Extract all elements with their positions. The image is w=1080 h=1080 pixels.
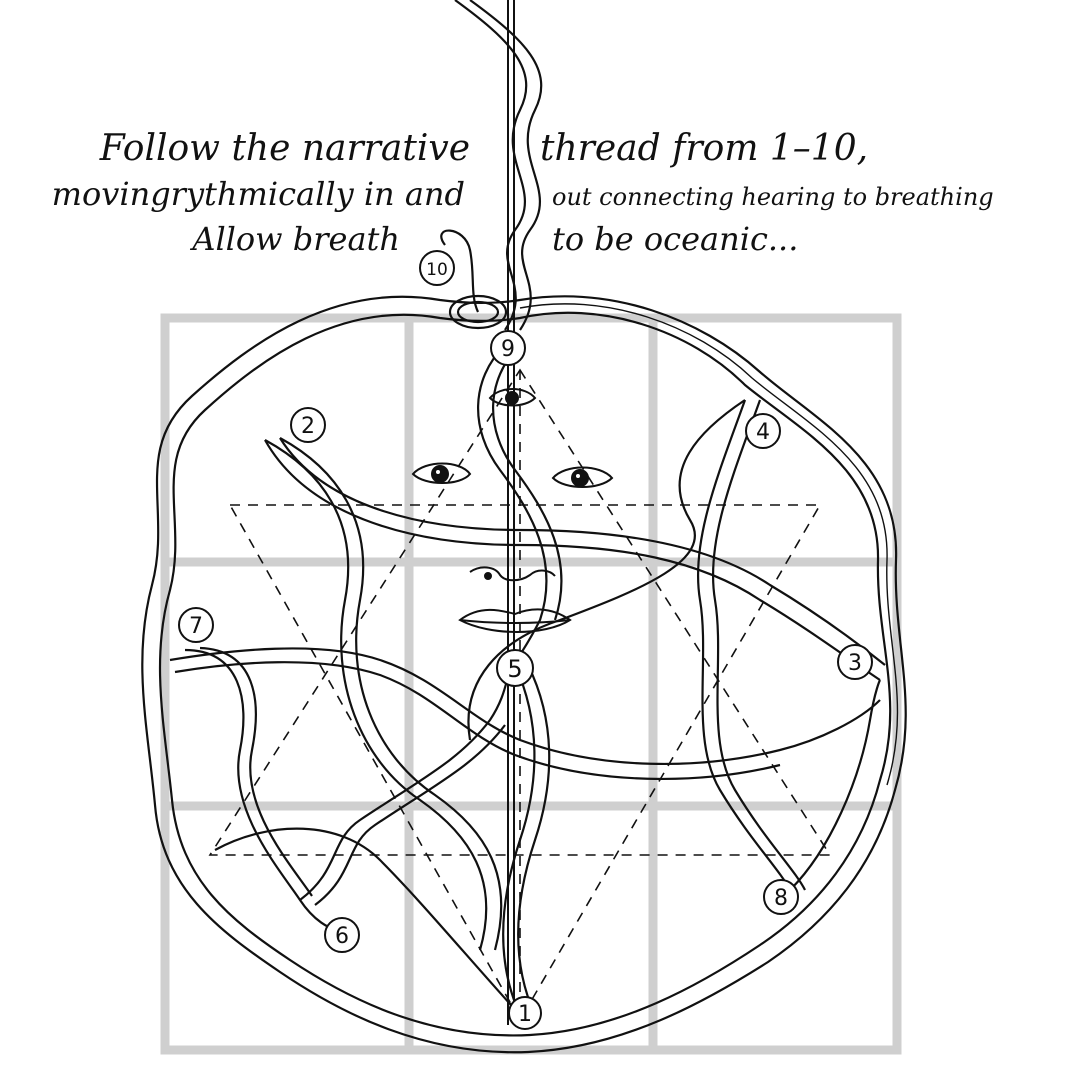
- svg-text:6: 6: [335, 924, 349, 949]
- top-knot: [440, 229, 508, 330]
- third-eye-icon: [488, 388, 537, 407]
- marker-1: 1: [508, 996, 542, 1030]
- right-eye-icon: [551, 466, 614, 488]
- svg-text:4: 4: [756, 420, 770, 445]
- svg-text:3: 3: [848, 651, 862, 676]
- svg-text:10: 10: [426, 260, 448, 280]
- caption-left-line-1: Follow the narrative: [99, 128, 470, 169]
- marker-3: 3: [837, 644, 873, 680]
- svg-text:2: 2: [301, 414, 315, 439]
- marker-10: 10: [419, 250, 455, 286]
- markers: 1 2 3 4 5 6 7 8: [178, 250, 873, 1030]
- marker-4: 4: [745, 413, 781, 449]
- caption-left-line-3: Allow breath: [189, 220, 400, 258]
- marker-9: 9: [490, 330, 526, 366]
- caption: Follow the narrative movingrythmically i…: [52, 128, 994, 258]
- caption-right-line-1: thread from 1–10,: [540, 128, 868, 169]
- top-ribbon: [454, 0, 543, 331]
- svg-text:8: 8: [774, 886, 788, 911]
- caption-right-line-3: to be oceanic...: [552, 220, 798, 258]
- marker-6: 6: [324, 917, 360, 953]
- inner-ribbons: [169, 344, 886, 1016]
- caption-right-line-2: out connecting hearing to breathing: [552, 183, 994, 211]
- marker-2: 2: [290, 407, 326, 443]
- caption-left-line-2: movingrythmically in and: [52, 175, 465, 213]
- nose-icon: [469, 566, 556, 582]
- marker-7: 7: [178, 607, 214, 643]
- svg-text:7: 7: [189, 614, 203, 639]
- marker-8: 8: [763, 879, 799, 915]
- background-grid: [160, 313, 902, 1055]
- svg-text:9: 9: [501, 337, 515, 362]
- left-eye-icon: [411, 462, 472, 484]
- face: [411, 388, 614, 633]
- outer-ribbon-ring: [141, 295, 907, 1054]
- mouth-icon: [458, 608, 572, 633]
- svg-text:1: 1: [518, 1002, 532, 1027]
- hanging-cord: [507, 0, 515, 1025]
- marker-5: 5: [496, 649, 534, 687]
- svg-text:5: 5: [507, 655, 522, 683]
